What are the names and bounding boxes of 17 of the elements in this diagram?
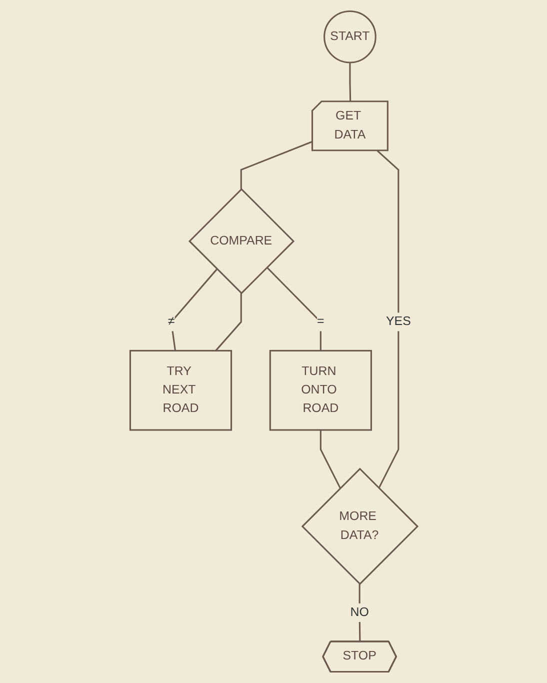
node-circle: START (323, 10, 376, 64)
node-diamond: COMPARE (188, 188, 294, 294)
connector (214, 293, 242, 352)
connector (320, 430, 341, 489)
connector (266, 266, 322, 351)
connector (170, 268, 218, 351)
edge-label: ≠ (168, 314, 174, 328)
connector (240, 140, 313, 190)
connector (358, 584, 360, 642)
connector (376, 150, 399, 489)
node-box: TRY NEXT ROAD (129, 350, 232, 431)
connector (348, 62, 351, 102)
node-diamond: MORE DATA? (300, 468, 418, 586)
edge-label: NO (350, 606, 369, 619)
edge-label: YES (386, 314, 411, 328)
node-box: TURN ONTO ROAD (269, 350, 372, 431)
edge-label: = (316, 314, 324, 328)
